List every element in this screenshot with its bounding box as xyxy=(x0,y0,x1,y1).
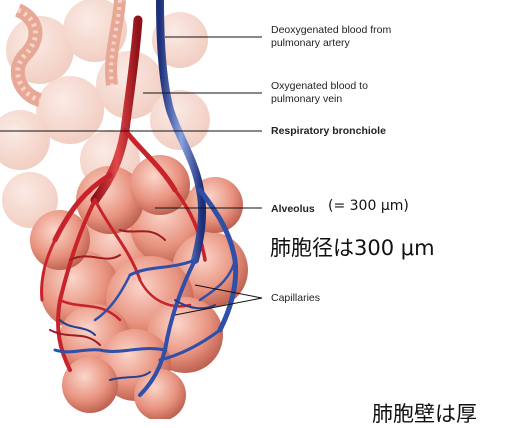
alveolus-illustration xyxy=(0,0,523,419)
label-oxygenated-blood: Oxygenated blood to pulmonary vein xyxy=(271,80,368,106)
label-alveolus: Alveolus xyxy=(271,203,315,216)
label-deoxygenated-line1: Deoxygenated blood from xyxy=(271,24,391,37)
label-capillaries: Capillaries xyxy=(271,292,320,305)
label-deoxygenated-line2: pulmonary artery xyxy=(271,37,391,50)
label-respiratory-bronchiole: Respiratory bronchiole xyxy=(271,125,386,138)
annotation-alveolus-diameter: 肺胞径は300 μm xyxy=(270,232,435,262)
label-oxygenated-line2: pulmonary vein xyxy=(271,93,368,106)
label-alveolus-size: (= 300 μm) xyxy=(328,198,409,214)
label-oxygenated-line1: Oxygenated blood to xyxy=(271,80,368,93)
label-deoxygenated-blood: Deoxygenated blood from pulmonary artery xyxy=(271,24,391,50)
annotation-alveolus-wall: 肺胞壁は厚 xyxy=(372,398,477,428)
